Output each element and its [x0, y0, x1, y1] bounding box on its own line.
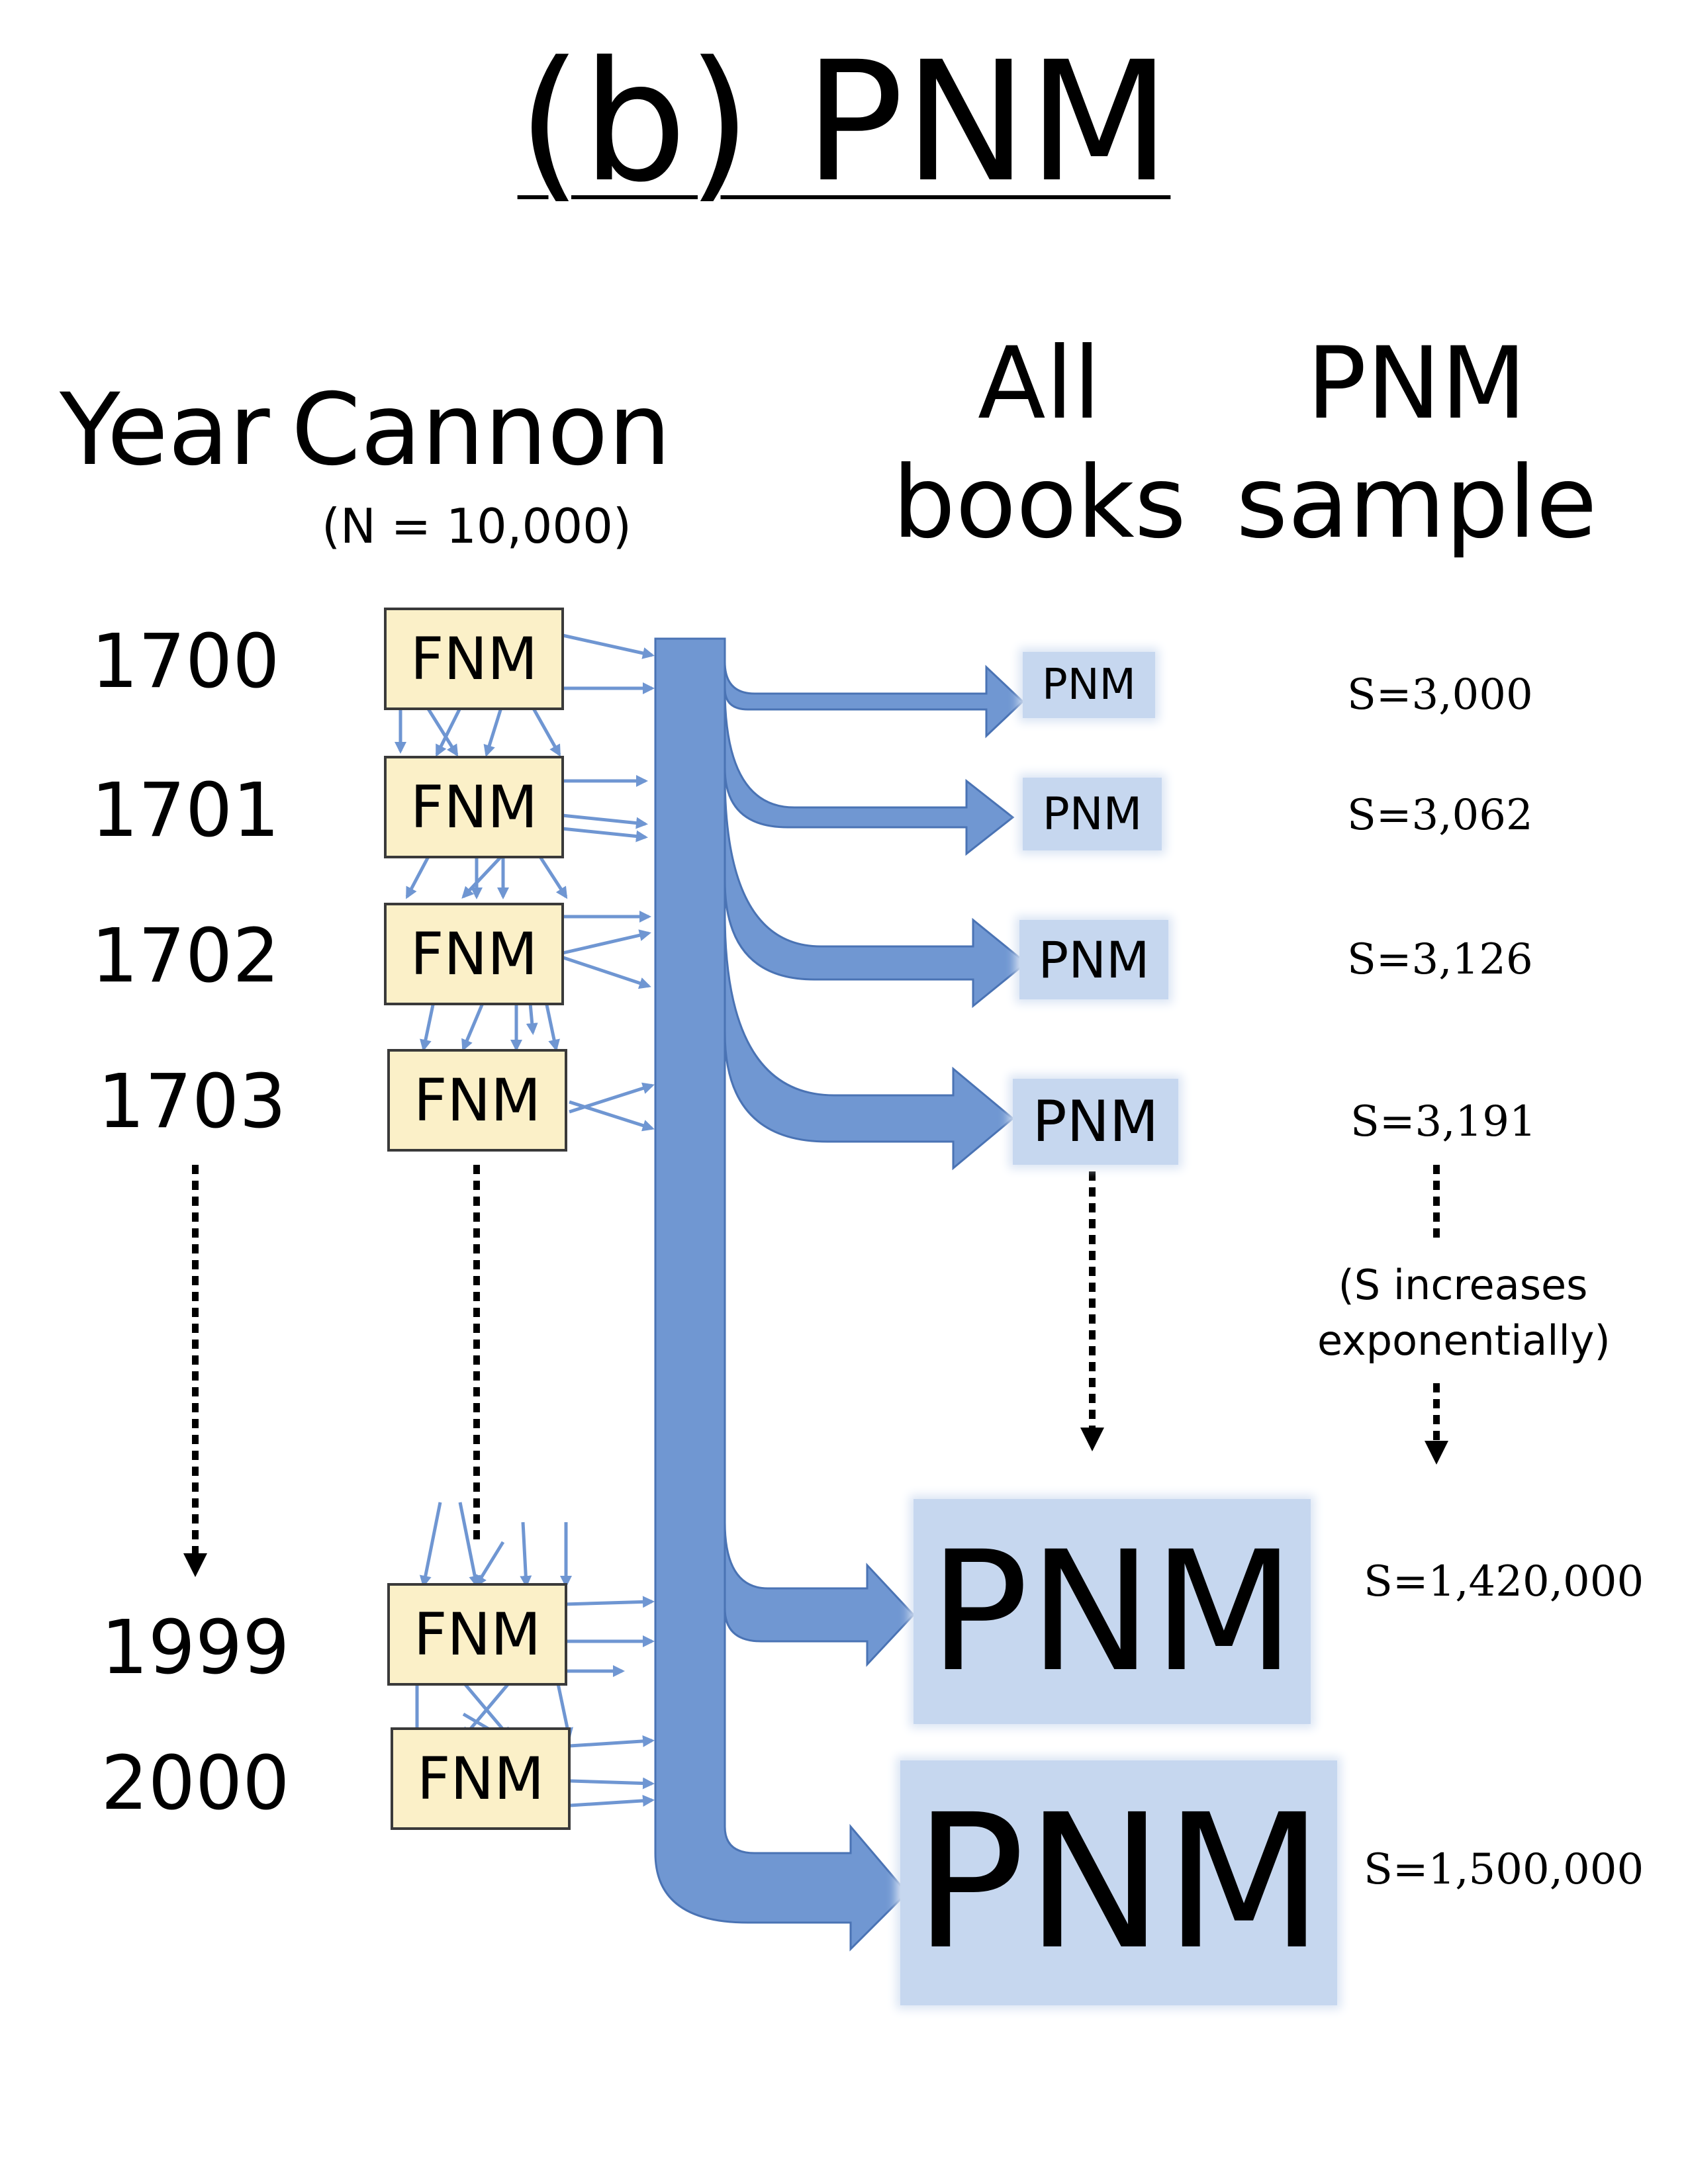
branch-arrows [724, 661, 1028, 1667]
main-flow-trunk [654, 637, 909, 1952]
year-label: 1702 [91, 913, 280, 999]
feeder-arrows [503, 633, 655, 1809]
year-label: 1703 [97, 1059, 287, 1145]
branch-arrow-1999 [724, 1522, 915, 1667]
year-label: 1701 [91, 768, 280, 854]
pnm-box-1703: PNM [1013, 1079, 1178, 1165]
fnm-box-1703: FNM [387, 1049, 567, 1152]
sample-size: S=1,420,000 [1364, 1557, 1644, 1606]
sample-size: S=1,500,000 [1364, 1845, 1644, 1894]
header-cannon-n: (N = 10,000) [321, 498, 632, 554]
branch-arrow-1703 [724, 913, 1015, 1171]
header-all-books: All books [892, 326, 1186, 561]
pnm-box-1700: PNM [1023, 652, 1155, 718]
inter-year-arrows [395, 700, 573, 1740]
sample-size: S=3,126 [1347, 935, 1533, 984]
growth-note: (S increases exponentially) [1317, 1261, 1611, 1365]
sample-size: S=3,000 [1347, 670, 1533, 719]
pnm-box-1702: PNM [1019, 920, 1168, 999]
year-label: 1999 [101, 1605, 290, 1691]
fnm-box-1702: FNM [384, 903, 564, 1005]
fnm-box-1999: FNM [387, 1583, 567, 1686]
pnm-box-1999: PNM [914, 1499, 1311, 1724]
year-label: 1700 [91, 619, 280, 705]
header-year: Year [60, 373, 270, 488]
branch-arrow-1702 [724, 774, 1028, 1009]
fnm-box-1700: FNM [384, 608, 564, 710]
page-title: (b) PNM [517, 26, 1171, 218]
sample-size: S=3,062 [1347, 791, 1533, 840]
header-cannon: Cannon [291, 373, 671, 488]
dotted-arrows [183, 1165, 1448, 1577]
header-pnm-sample: PNM sample [1236, 326, 1597, 561]
pnm-box-1701: PNM [1023, 778, 1162, 850]
sample-size: S=3,191 [1350, 1097, 1536, 1146]
branch-arrow-1700 [724, 661, 1025, 739]
pnm-box-2000: PNM [900, 1760, 1337, 2005]
fnm-box-1701: FNM [384, 756, 564, 858]
branch-arrow-1701 [724, 688, 1015, 856]
year-label: 2000 [101, 1741, 290, 1827]
fnm-box-2000: FNM [391, 1727, 571, 1830]
